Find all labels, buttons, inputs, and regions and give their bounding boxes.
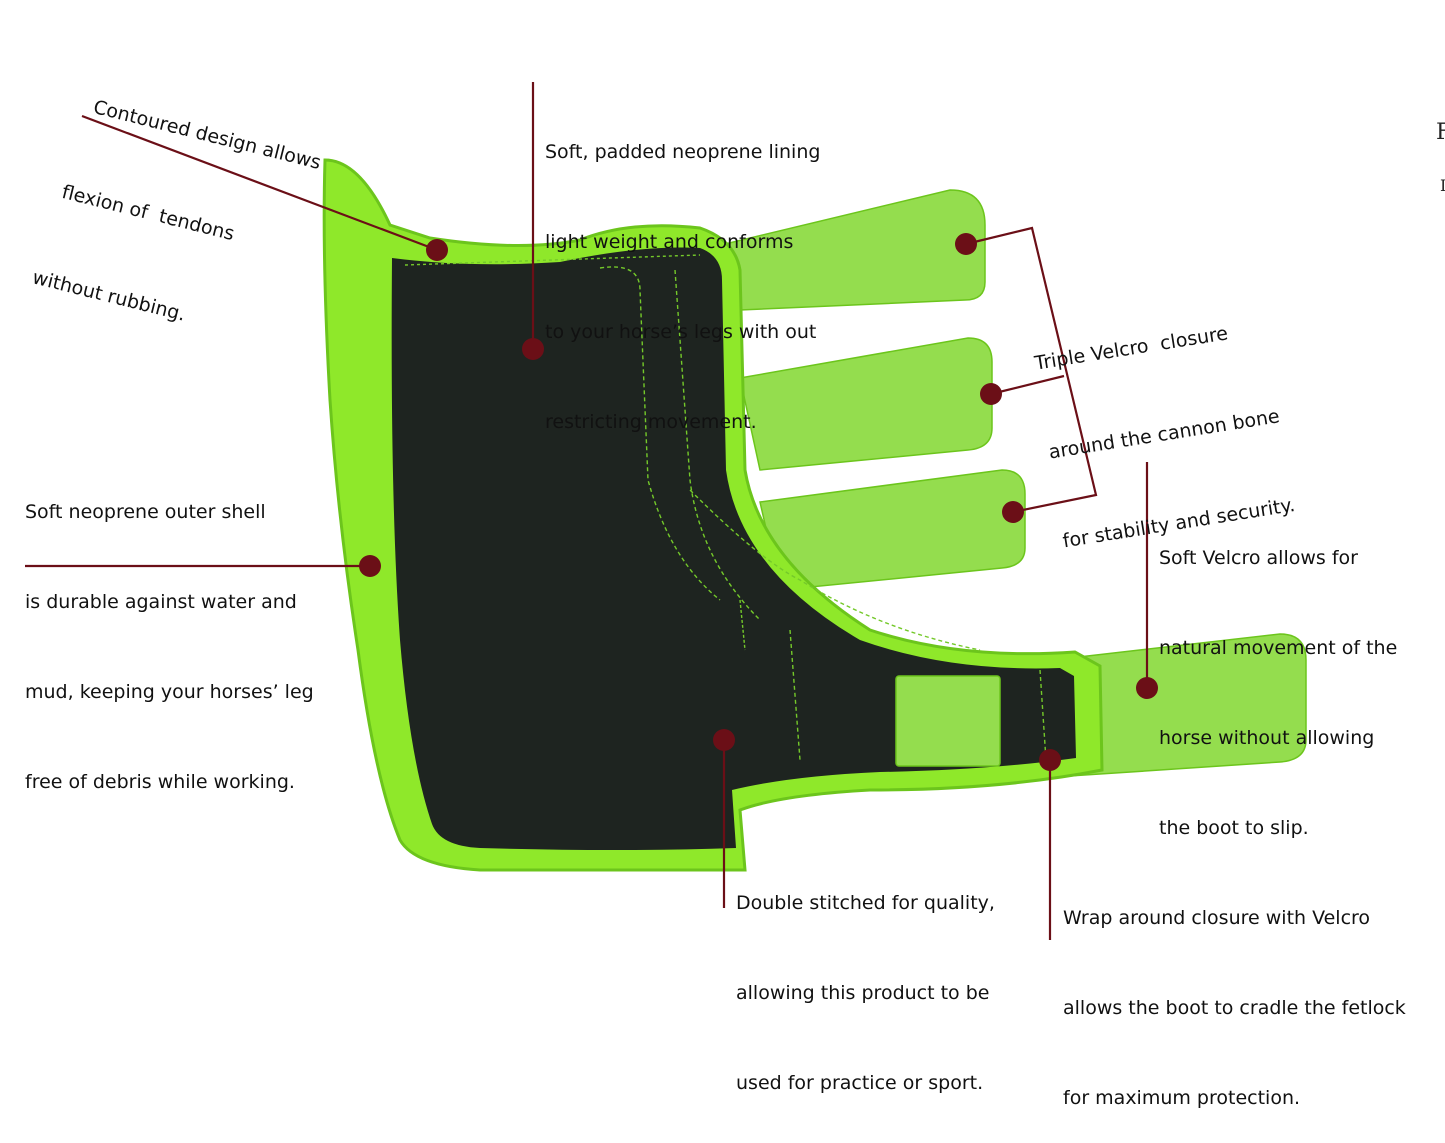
leader-contoured [81,114,438,252]
velcro-patch [895,675,1001,767]
edge-glyph-top: F [1436,120,1445,145]
label-lining: Soft, padded neoprene lining light weigh… [545,141,821,433]
leader-lines [25,82,1149,940]
label-wrap-closure: Wrap around closure with Velcro allows t… [1063,907,1406,1109]
dot-double [713,729,735,751]
dot-strap-top [955,233,977,255]
label-soft-velcro: Soft Velcro allows for natural movement … [1159,547,1398,839]
velcro-strap-bottom [759,469,1026,591]
dot-strap-mid [980,383,1002,405]
velcro-strap-top [698,189,986,311]
stitch-lines [404,254,1047,761]
callout-dots [359,233,1158,771]
velcro-strap-middle [739,337,993,471]
label-double-stitched: Double stitched for quality, allowing th… [736,892,995,1094]
dot-contoured [426,239,448,261]
velcro-strap-fetlock [1069,633,1307,777]
leader-triple-top [965,226,1098,514]
dot-lining [522,338,544,360]
boot-diagram [25,82,1307,940]
dot-shell [359,555,381,577]
dot-soft-velcro [1136,677,1158,699]
dot-strap-bottom [1002,501,1024,523]
leader-triple-mid [990,374,1065,396]
edge-glyph-bottom: I [1440,176,1445,195]
dot-wrap [1039,749,1061,771]
label-outer-shell: Soft neoprene outer shell is durable aga… [25,501,314,793]
